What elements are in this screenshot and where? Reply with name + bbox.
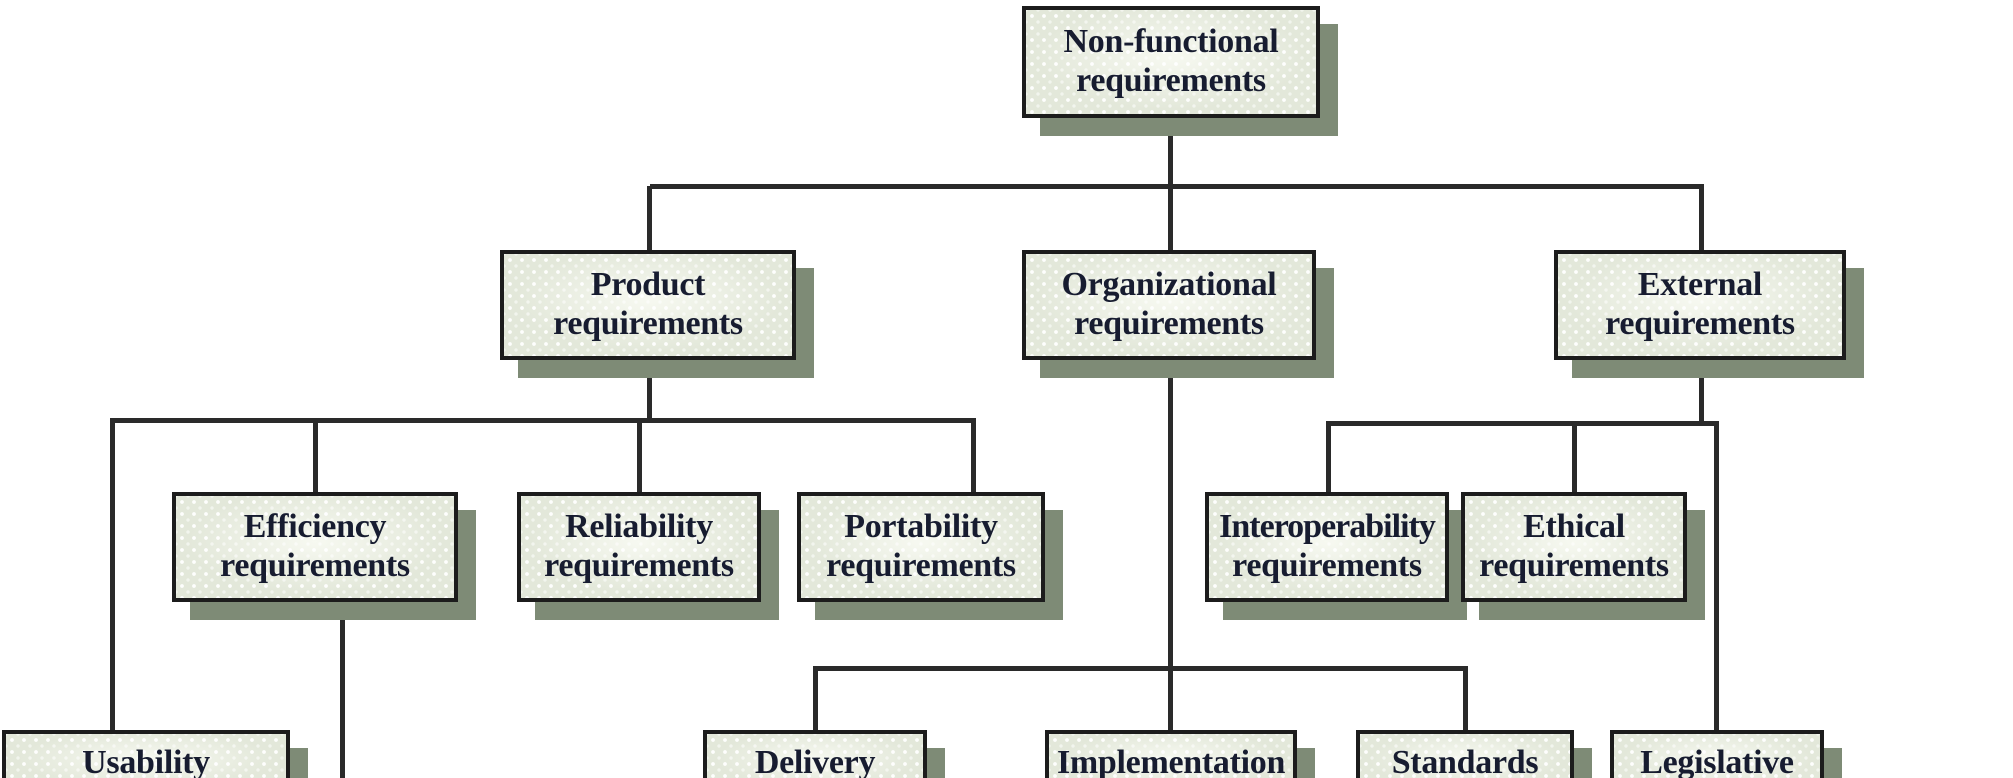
node-efficiency-requirements: Efficiency requirements — [172, 492, 458, 602]
node-standards-requirements: Standards — [1356, 730, 1574, 778]
node-label-line2: requirements — [1232, 547, 1422, 584]
node-label-line2: requirements — [1074, 305, 1264, 342]
node-label-line2: requirements — [553, 305, 743, 342]
connector-external-drop — [1699, 186, 1704, 250]
connector-usability-drop — [110, 420, 115, 730]
connector-efficiency-drop — [313, 421, 318, 492]
node-label-line2: requirements — [1479, 547, 1669, 584]
node-label-line2: requirements — [220, 547, 410, 584]
node-external-requirements: External requirements — [1554, 250, 1846, 360]
node-ethical-requirements: Ethical requirements — [1461, 492, 1687, 602]
connector-reliability-drop — [637, 421, 642, 492]
connector-organizational-drop — [1168, 186, 1173, 250]
connector-portability-drop — [971, 418, 976, 492]
connector-product-horizontal — [110, 418, 976, 423]
node-label-line1: Product — [590, 266, 706, 304]
node-label-line2: requirements — [826, 547, 1016, 584]
node-label-line1: Ethical — [1523, 508, 1625, 546]
node-label-line1: Portability — [844, 508, 998, 546]
node-label-line2: requirements — [544, 547, 734, 584]
connector-efficiency-child-stub — [340, 600, 345, 778]
connector-external-stem — [1699, 360, 1704, 423]
connector-organizational-stem — [1168, 360, 1173, 730]
connector-ethical-drop — [1572, 424, 1577, 492]
connector-legislative-drop — [1714, 421, 1719, 730]
node-organizational-requirements: Organizational requirements — [1022, 250, 1316, 360]
connector-root-stem — [1168, 118, 1173, 186]
node-delivery-requirements: Delivery — [703, 730, 927, 778]
node-label-line1: Delivery — [754, 744, 876, 778]
node-product-requirements: Product requirements — [500, 250, 796, 360]
node-label-line1: Interoperability — [1219, 508, 1436, 546]
node-implementation-requirements: Implementation — [1045, 730, 1297, 778]
node-label-line1: Implementation — [1056, 744, 1286, 778]
connector-delivery-drop — [813, 666, 818, 730]
node-label-line1: Non-functional — [1063, 23, 1279, 61]
connector-standards-drop — [1463, 666, 1468, 730]
connector-product-drop — [647, 186, 652, 250]
node-reliability-requirements: Reliability requirements — [517, 492, 761, 602]
connector-product-stem — [647, 360, 652, 420]
node-interoperability-requirements: Interoperability requirements — [1205, 492, 1449, 602]
node-label-line1: External — [1637, 266, 1763, 304]
node-usability-requirements: Usability — [2, 730, 290, 778]
node-label-line1: Legislative — [1640, 744, 1794, 778]
node-portability-requirements: Portability requirements — [797, 492, 1045, 602]
node-legislative-requirements: Legislative — [1610, 730, 1824, 778]
node-label-line1: Organizational — [1061, 266, 1277, 304]
node-label-line1: Standards — [1391, 744, 1539, 778]
connector-org-horizontal — [813, 666, 1468, 671]
node-label-line1: Efficiency — [243, 508, 387, 546]
node-non-functional-requirements: Non-functional requirements — [1022, 6, 1320, 118]
connector-interoperability-drop — [1326, 421, 1331, 492]
connector-external-horizontal — [1326, 421, 1719, 426]
node-label-line1: Reliability — [565, 508, 713, 546]
node-label-line1: Usability — [82, 744, 210, 778]
node-label-line2: requirements — [1605, 305, 1795, 342]
node-label-line2: requirements — [1076, 62, 1266, 99]
connector-level1-horizontal — [650, 184, 1704, 189]
